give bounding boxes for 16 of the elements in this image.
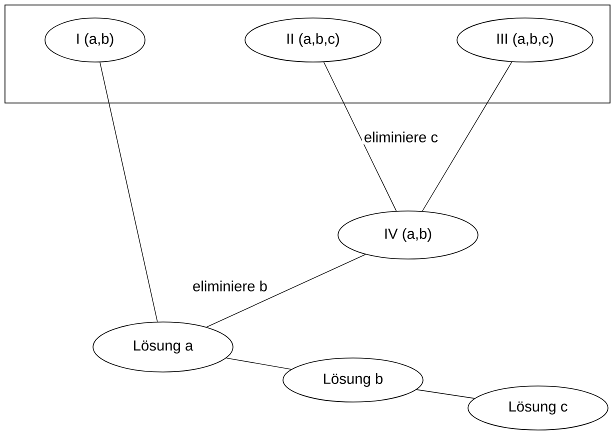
ellipse-node: Lösung a [92, 322, 234, 372]
connector-line [323, 62, 397, 212]
connector-line [100, 62, 158, 322]
ellipse-node: III (a,b,c) [456, 18, 594, 62]
connector-line [206, 254, 366, 328]
ellipse-node: I (a,b) [44, 18, 146, 62]
ellipse-node: II (a,b,c) [244, 18, 382, 62]
edge-label: eliminiere b [190, 278, 270, 294]
ellipse-node: Lösung c [468, 386, 608, 430]
edge-label: eliminiere c [362, 130, 440, 144]
ellipse-node: Lösung b [282, 358, 424, 402]
frame-box [4, 4, 610, 104]
connector-line [422, 62, 512, 212]
ellipse-node: IV (a,b) [338, 210, 478, 260]
connector-line [416, 389, 475, 399]
connector-line [226, 358, 292, 370]
